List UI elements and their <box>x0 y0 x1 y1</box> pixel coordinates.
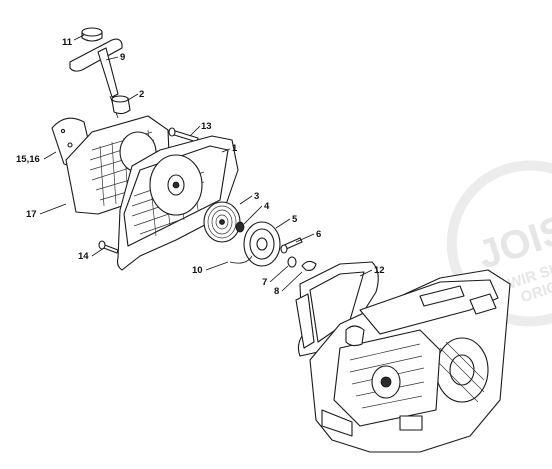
part-3-rewind-spring <box>203 201 241 243</box>
part-14-screw <box>98 240 119 254</box>
callout-labels: 11 9 2 13 1 15,16 3 4 5 6 17 14 10 7 8 1… <box>16 37 385 297</box>
part-2-bushing <box>111 95 131 115</box>
callout-10: 10 <box>192 265 203 276</box>
callout-3: 3 <box>254 191 259 202</box>
callout-8: 8 <box>274 286 279 297</box>
part-12-fan-shroud <box>295 261 379 357</box>
callout-9: 9 <box>120 52 125 63</box>
part-7-washer <box>287 256 297 268</box>
callout-17: 17 <box>26 209 37 220</box>
part-6-pawl-pin <box>280 237 303 254</box>
engine-assembly <box>309 269 511 453</box>
callout-13: 13 <box>201 121 212 132</box>
part-1-fan-housing <box>116 135 239 271</box>
callout-4: 4 <box>264 201 270 212</box>
part-11-handle-cap <box>81 27 103 42</box>
leader-lines <box>39 34 373 292</box>
watermark-stamp: JOIS WIR SIN ORIGIN <box>446 160 552 327</box>
part-9-starter-grip <box>69 38 123 119</box>
part-13-screw <box>168 127 199 143</box>
callout-1: 1 <box>232 143 238 154</box>
callout-5: 5 <box>292 214 298 225</box>
part-5-rope-rotor <box>229 221 281 267</box>
callout-7: 7 <box>262 277 267 288</box>
part-4-washer <box>235 221 245 233</box>
part-8-spring-clip <box>301 260 317 271</box>
callout-6: 6 <box>316 229 321 240</box>
callout-15-16: 15,16 <box>16 154 40 165</box>
callout-12: 12 <box>374 265 385 276</box>
callout-2: 2 <box>139 89 144 100</box>
callout-14: 14 <box>78 251 89 262</box>
callout-11: 11 <box>62 37 73 48</box>
